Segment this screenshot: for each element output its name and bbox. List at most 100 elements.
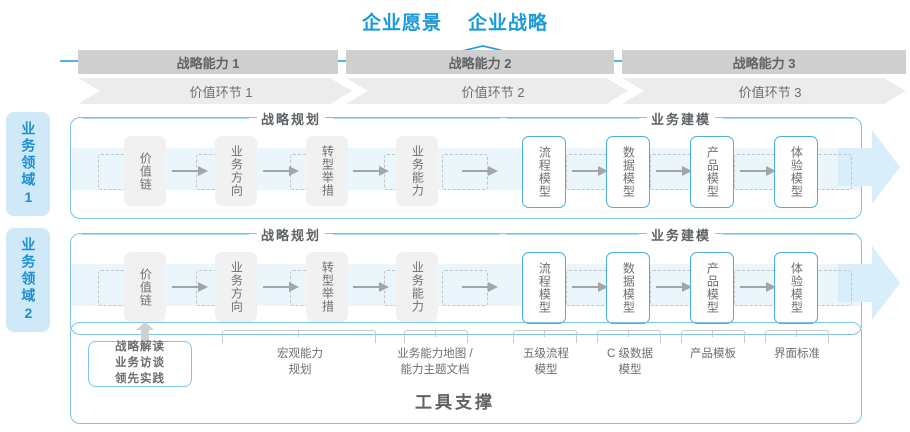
business-domain-1-label: 业务领域1 (20, 120, 37, 208)
tool-label-five-level-process: 五级流程 模型 (523, 348, 569, 376)
flow-arrow-icon (656, 282, 692, 292)
section-header-planning-2: 战略规划 (82, 224, 501, 244)
flow-cell-data-model-2[interactable]: 数据模型 (606, 252, 650, 324)
flow-cell-value-chain-2[interactable]: 价值链 (124, 252, 166, 322)
flow-cell-process-model-2[interactable]: 流程模型 (522, 252, 566, 324)
value-link-label-3: 价值环节 3 (738, 84, 802, 100)
flow-cell-label: 转型举措 (320, 261, 335, 313)
capability-bar-1[interactable]: 战略能力 1 (78, 50, 338, 74)
tool-bracket (404, 330, 468, 343)
section-rule-left (82, 117, 249, 119)
business-domain-2[interactable]: 业务领域2 (6, 228, 50, 332)
flow-cell-label: 价值链 (138, 151, 153, 191)
flow-cell-business-capability-1[interactable]: 业务能力 (396, 136, 438, 206)
flow-cell-transformation-2[interactable]: 转型举措 (306, 252, 348, 322)
tool-label-c-level-data: C 级数据 模型 (607, 348, 653, 376)
flow-cell-business-direction-1[interactable]: 业务方向 (215, 136, 257, 206)
capability-label-2: 战略能力 2 (448, 55, 512, 71)
flow-cell-product-model-1[interactable]: 产品模型 (690, 136, 734, 208)
section-title-modeling-1: 业务建模 (647, 108, 716, 128)
tool-label-product-template: 产品模板 (690, 348, 736, 360)
capability-label-3: 战略能力 3 (732, 55, 796, 71)
flow-cell-business-capability-2[interactable]: 业务能力 (396, 252, 438, 322)
flow-cell-label: 业务方向 (229, 145, 244, 197)
flow-cell-label: 流程模型 (537, 146, 552, 198)
flow-cell-label: 流程模型 (537, 262, 552, 314)
tool-bracket (681, 330, 745, 343)
flow-cell-label: 转型举措 (320, 145, 335, 197)
flow-cell-process-model-1[interactable]: 流程模型 (522, 136, 566, 208)
flow-arrow-icon (740, 282, 776, 292)
value-link-label-2: 价值环节 2 (461, 84, 525, 100)
tool-bracket-stem (712, 330, 713, 337)
vision-strategy-header: 企业愿景 企业战略 (0, 6, 910, 36)
tool-bracket (765, 330, 829, 343)
flow-arrow-icon (572, 282, 608, 292)
section-title-planning-2: 战略规划 (257, 224, 326, 244)
section-header-modeling-2: 业务建模 (506, 224, 857, 244)
tool-bracket-stem (435, 330, 436, 337)
flow-arrow-icon (740, 166, 776, 176)
enterprise-strategy-label: 企业战略 (468, 12, 549, 34)
value-link-chevron-3[interactable]: 价值环节 3 (622, 78, 906, 104)
flow-arrow-icon (462, 282, 498, 292)
section-rule-left (506, 233, 639, 235)
flow-cell-label: 产品模型 (705, 262, 720, 314)
capability-bar-3[interactable]: 战略能力 3 (622, 50, 906, 74)
flow-cell-label: 数据模型 (621, 262, 636, 314)
section-rule-right (723, 233, 857, 235)
section-rule-right (333, 117, 501, 119)
value-link-chevron-1[interactable]: 价值环节 1 (78, 78, 352, 104)
flow-cell-label: 数据模型 (621, 146, 636, 198)
tool-bracket (222, 330, 376, 343)
flow-arrow-icon (353, 282, 389, 292)
tool-label-macro-capability: 宏观能力 规划 (277, 348, 323, 376)
section-rule-right (333, 233, 501, 235)
flow-arrow-icon (353, 166, 389, 176)
tool-support-title: 工具支撑 (415, 393, 495, 412)
tool-label-capability-map: 业务能力地图 / 能力主题文档 (397, 348, 473, 376)
flow-cell-data-model-1[interactable]: 数据模型 (606, 136, 650, 208)
flow-arrow-icon (656, 166, 692, 176)
business-domain-2-label: 业务领域2 (20, 236, 37, 324)
tool-support-container (70, 322, 862, 424)
enterprise-vision-label: 企业愿景 (361, 12, 442, 34)
flow-cell-transformation-1[interactable]: 转型举措 (306, 136, 348, 206)
flow-cell-label: 业务能力 (410, 261, 425, 313)
section-header-modeling-1: 业务建模 (506, 108, 857, 128)
tool-label-ui-standard: 界面标准 (774, 348, 820, 360)
flow-cell-experience-model-2[interactable]: 体验模型 (774, 252, 818, 324)
flow-cell-experience-model-1[interactable]: 体验模型 (774, 136, 818, 208)
capability-label-1: 战略能力 1 (176, 55, 240, 71)
section-title-modeling-2: 业务建模 (647, 224, 716, 244)
tool-bracket (513, 330, 577, 343)
flow-arrow-icon (572, 166, 608, 176)
flow-arrow-icon (172, 166, 208, 176)
flow-cell-product-model-2[interactable]: 产品模型 (690, 252, 734, 324)
tool-bracket (597, 330, 661, 343)
flow-cell-label: 业务方向 (229, 261, 244, 313)
value-link-label-1: 价值环节 1 (189, 84, 253, 100)
flow-cell-label: 产品模型 (705, 146, 720, 198)
tool-highlight-box[interactable]: 战略解读 业务访谈 领先实践 (88, 341, 192, 387)
section-header-planning-1: 战略规划 (82, 108, 501, 128)
flow-cell-business-direction-2[interactable]: 业务方向 (215, 252, 257, 322)
flow-cell-value-chain-1[interactable]: 价值链 (124, 136, 166, 206)
tool-bracket-stem (628, 330, 629, 337)
tool-bracket-stem (796, 330, 797, 337)
flow-arrow-icon (263, 282, 299, 292)
section-rule-left (506, 117, 639, 119)
flow-cell-label: 价值链 (138, 267, 153, 307)
business-domain-1[interactable]: 业务领域1 (6, 112, 50, 216)
section-title-planning-1: 战略规划 (257, 108, 326, 128)
flow-cell-label: 体验模型 (789, 262, 804, 314)
tool-bracket-stem (298, 330, 299, 337)
capability-bar-2[interactable]: 战略能力 2 (346, 50, 614, 74)
flow-arrow-icon (263, 166, 299, 176)
value-link-chevron-2[interactable]: 价值环节 2 (346, 78, 628, 104)
section-rule-right (723, 117, 857, 119)
capability-bar-row: 战略能力 1 战略能力 2 战略能力 3 (78, 50, 906, 74)
flow-arrow-icon (172, 282, 208, 292)
flow-arrow-icon (462, 166, 498, 176)
